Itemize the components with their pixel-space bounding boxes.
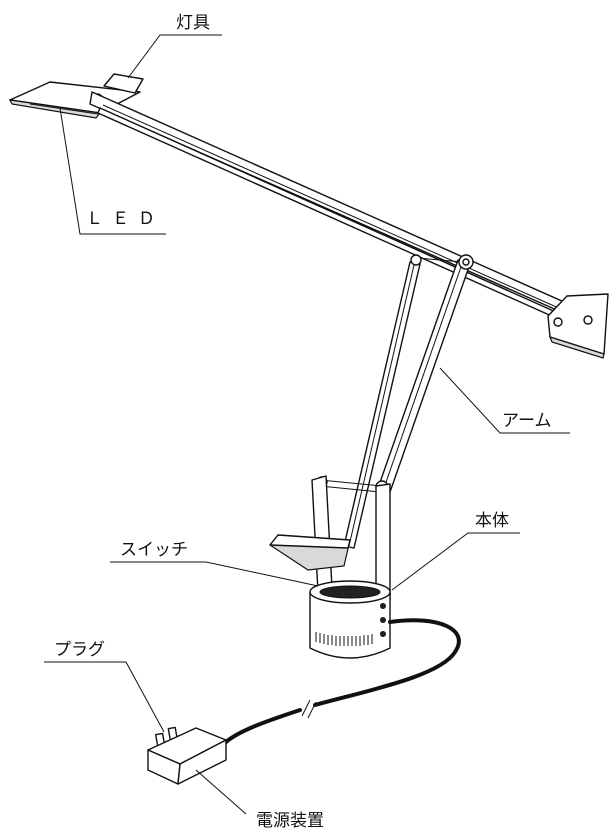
label-led-text: ＬＥＤ bbox=[86, 209, 164, 229]
vertical-arm bbox=[343, 254, 474, 549]
label-switch-text: スイッチ bbox=[120, 540, 188, 560]
label-power-unit: 電源装置 bbox=[195, 769, 324, 831]
lamp-body bbox=[269, 475, 391, 659]
label-arm: アーム bbox=[439, 367, 570, 434]
label-body-text: 本体 bbox=[475, 511, 509, 531]
label-plug-text: プラグ bbox=[54, 640, 105, 660]
label-lamp-head-text: 灯具 bbox=[176, 13, 210, 33]
label-power-unit-text: 電源装置 bbox=[256, 811, 324, 831]
power-adapter bbox=[147, 726, 227, 785]
vent-slots bbox=[315, 632, 373, 646]
main-arm bbox=[89, 91, 603, 336]
label-switch: スイッチ bbox=[110, 540, 319, 587]
label-led: ＬＥＤ bbox=[59, 107, 166, 235]
counterweight bbox=[547, 293, 609, 359]
label-lamp-head: 灯具 bbox=[127, 13, 222, 79]
power-cord bbox=[224, 618, 461, 744]
label-plug: プラグ bbox=[44, 640, 165, 733]
label-body: 本体 bbox=[391, 511, 520, 591]
label-arm-text: アーム bbox=[502, 411, 551, 431]
